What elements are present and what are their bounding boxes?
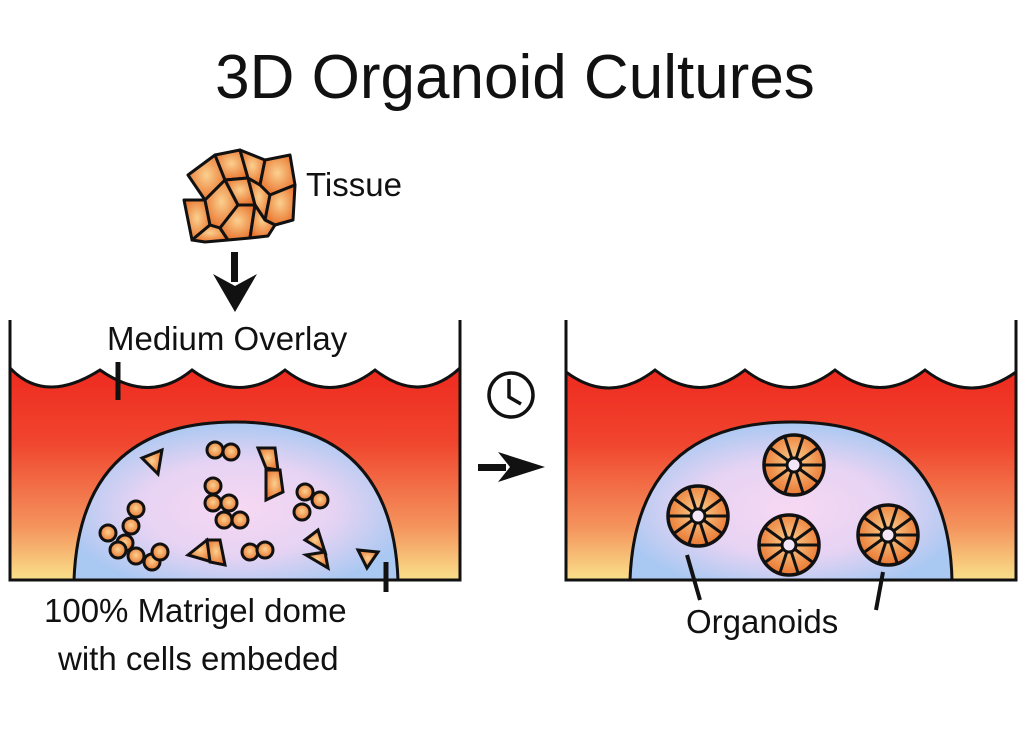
right-well xyxy=(564,320,1018,611)
left-well xyxy=(8,320,462,592)
organoid xyxy=(856,503,920,567)
organoids-label: Organoids xyxy=(686,603,839,640)
tissue-label: Tissue xyxy=(306,166,402,203)
matrigel-label-line1: 100% Matrigel dome xyxy=(44,592,347,629)
arrow-right-icon xyxy=(478,452,545,482)
tissue-cluster xyxy=(182,148,297,244)
matrigel-label-line2: with cells embeded xyxy=(58,640,339,677)
organoid xyxy=(666,484,730,548)
diagram-title: 3D Organoid Cultures xyxy=(215,43,815,112)
organoid xyxy=(757,513,821,577)
clock-icon xyxy=(487,371,535,419)
organoid-pointer-right xyxy=(874,571,885,611)
organoids-group xyxy=(666,433,920,577)
organoid-pointer-left xyxy=(685,554,702,601)
arrow-down-icon xyxy=(213,252,257,312)
organoid xyxy=(762,433,826,497)
well-wall xyxy=(564,320,1018,582)
embedded-cells xyxy=(98,440,381,572)
well-wall xyxy=(8,320,462,582)
medium-overlay-label: Medium Overlay xyxy=(107,320,348,357)
